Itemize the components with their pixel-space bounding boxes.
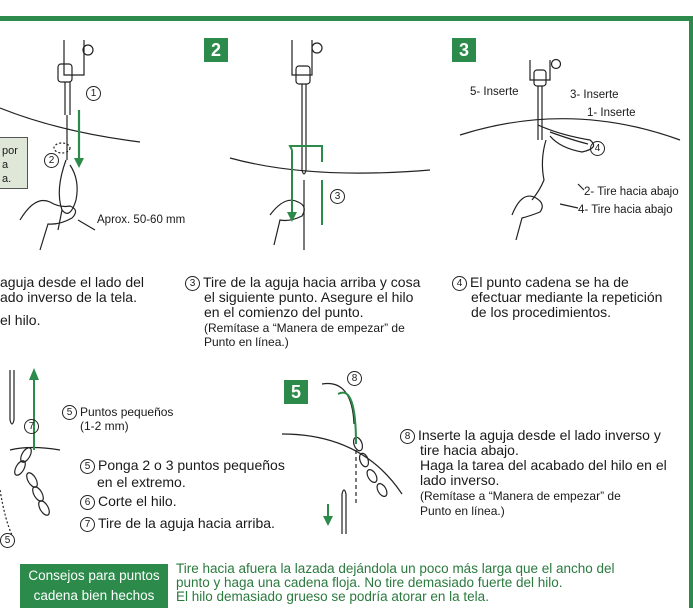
tips-text-line: El hilo demasiado grueso se podría atora…	[176, 590, 615, 604]
circle-number: 6	[80, 495, 95, 510]
tips-heading-line: cadena bien hechos	[20, 586, 168, 606]
circle-number: 1	[86, 86, 101, 101]
circle-number: 2	[44, 153, 59, 168]
item7-text: Tire de la aguja hacia arriba.	[98, 515, 275, 531]
tips-heading-box: Consejos para puntos cadena bien hechos	[20, 564, 168, 608]
circle-number: 4	[590, 141, 605, 156]
panel2-caption-line: en el comienzo del punto.	[204, 305, 364, 320]
measure-label: Aprox. 50-60 mm	[97, 214, 185, 226]
tips-text-line: punto y haga una cadena floja. No tire d…	[176, 576, 615, 590]
circle-number: 3	[330, 189, 345, 204]
panel1-caption-line: ado inverso de la tela.	[0, 290, 137, 305]
tips-text-line: Tire hacia afuera la lazada dejándola un…	[176, 562, 615, 576]
panel1-box-line: a.	[2, 172, 27, 186]
small-stitches-text: Puntos pequeños	[80, 405, 173, 419]
panel2-caption-line: Tire de la aguja hacia arriba y cosa	[203, 274, 420, 290]
item5-line: Ponga 2 o 3 puntos pequeños	[98, 457, 285, 473]
label-pull-2: 2- Tire hacia abajo	[584, 186, 679, 198]
step-badge-2: 2	[204, 38, 228, 62]
panel5-caption-line: lado inverso.	[420, 473, 499, 488]
panel2-caption-line: el siguiente punto. Asegure el hilo	[204, 290, 413, 305]
label-insert-1: 1- Inserte	[587, 107, 636, 119]
panel3-caption-line: de los procedimientos.	[471, 305, 611, 320]
panel3-caption-line: efectuar mediante la repetición	[471, 290, 662, 305]
item6: 6Corte el hilo.	[80, 494, 177, 510]
panel4-illustration	[0, 360, 80, 560]
small-stitches-label: 5Puntos pequeños	[62, 405, 173, 420]
panel3-caption-line: El punto cadena se ha de	[470, 274, 629, 290]
circle-number: 5	[62, 405, 77, 420]
tips-text: Tire hacia afuera la lazada dejándola un…	[176, 562, 615, 604]
panel5-illustration	[282, 364, 412, 544]
circle-number: 4	[452, 276, 467, 291]
label-insert-5: 5- Inserte	[470, 86, 519, 98]
panel2-note-line: Punto en línea.)	[204, 336, 289, 349]
item5-line: en el extremo.	[97, 475, 186, 490]
item7: 7Tire de la aguja hacia arriba.	[80, 516, 275, 532]
item6-text: Corte el hilo.	[98, 493, 177, 509]
panel5-caption-line: Haga la tarea del acabado del hilo en el	[420, 458, 667, 473]
circle-number: 8	[400, 429, 415, 444]
panel5-note-line: (Remítase a “Manera de empezar” de	[420, 490, 621, 503]
label-pull-4: 4- Tire hacia abajo	[578, 204, 673, 216]
circle-number: 7	[24, 419, 39, 434]
circle-number: 5	[80, 459, 95, 474]
panel1-caption-line: aguja desde el lado del	[0, 275, 144, 290]
panel1-caption-line: el hilo.	[0, 313, 40, 328]
tips-heading-line: Consejos para puntos	[20, 566, 168, 586]
panel2-note-line: (Remítase a “Manera de empezar” de	[204, 322, 405, 335]
panel1-box-line: a	[2, 158, 27, 172]
panel5-note-line: Punto en línea.)	[420, 505, 505, 518]
item5: 5Ponga 2 o 3 puntos pequeños	[80, 458, 285, 474]
small-stitches-text: (1-2 mm)	[80, 420, 129, 433]
panel1-note-box: por a a.	[0, 137, 28, 189]
panel2-illustration	[230, 30, 430, 260]
panel1-box-line: por	[2, 144, 27, 158]
circle-number: 8	[347, 371, 362, 386]
label-insert-3: 3- Inserte	[570, 89, 619, 101]
circle-number: 5	[0, 533, 15, 548]
panel5-caption-line: tire hacia abajo.	[420, 443, 519, 458]
circle-number: 3	[185, 276, 200, 291]
panel5-caption-line: Inserte la aguja desde el lado inverso y	[418, 427, 661, 443]
circle-number: 7	[80, 517, 95, 532]
